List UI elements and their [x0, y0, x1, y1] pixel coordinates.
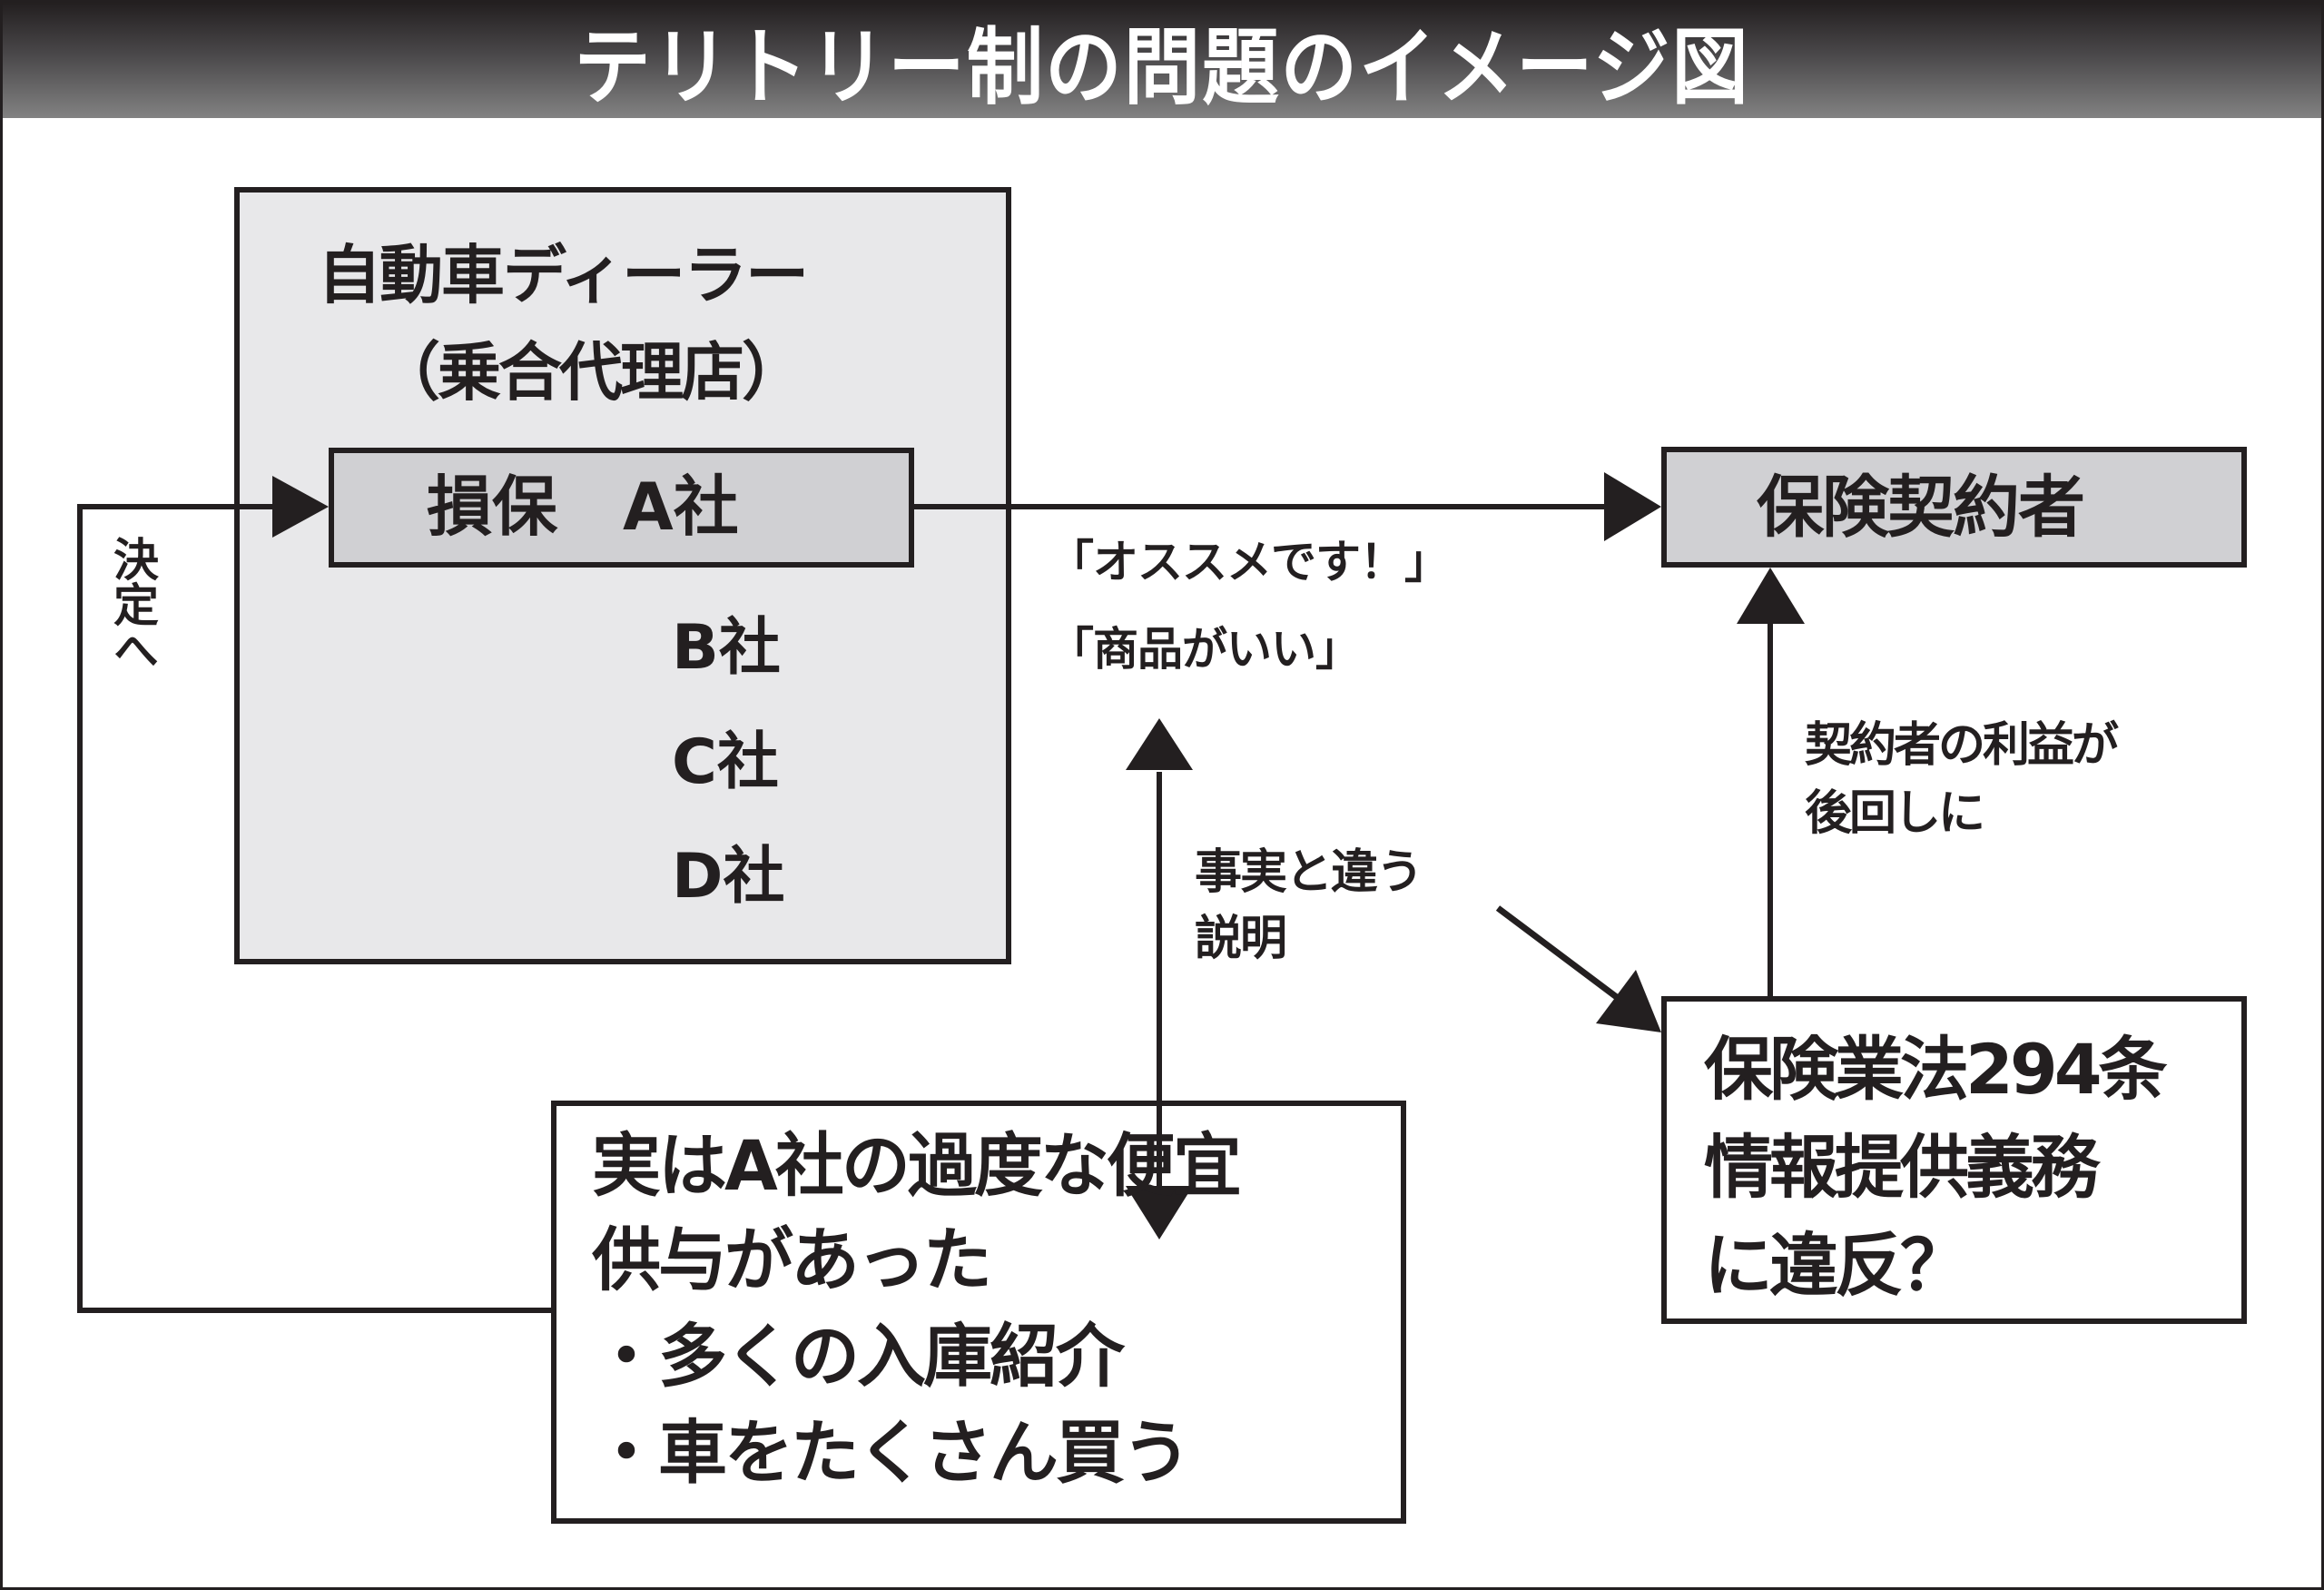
diagram-title: テリトリー制の問題のイメージ図	[574, 19, 1750, 116]
law-text-1: 保険業法294条	[1704, 1029, 2168, 1110]
truth-box	[551, 1101, 1406, 1524]
truth-bullet-2: ・車をたくさん買う	[592, 1412, 1191, 1493]
insurer-a-box	[329, 448, 914, 568]
contractor-box	[1661, 447, 2247, 568]
contrast-arrowhead-up-icon	[1126, 718, 1193, 770]
violation-connector-line	[1495, 905, 1628, 1006]
decision-arrowhead-icon	[272, 476, 329, 538]
benefit-arrowhead-icon	[1737, 568, 1805, 624]
dealer-subtitle: （乗合代理店）	[377, 335, 805, 410]
insurer-d-label: D社	[672, 841, 785, 913]
misleading-label-2: 説明	[1195, 912, 1287, 966]
contractor-label: 保険契約者	[1757, 469, 2085, 547]
pitch-quote-2: 「商品がいい」	[1049, 623, 1361, 676]
insurer-b-label: B社	[672, 612, 781, 684]
violation-arrowhead-icon	[1596, 970, 1661, 1032]
truth-text-2: 供与があった	[592, 1220, 992, 1300]
truth-bullet-1: ・多くの入庫紹介	[592, 1316, 1125, 1397]
law-text-2: 情報提供義務	[1704, 1127, 2100, 1208]
recommend-arrowhead-icon	[1604, 472, 1661, 541]
truth-text-1: 実はA社の過度な便宜	[592, 1125, 1242, 1206]
decision-label: 決定へ	[106, 536, 159, 672]
benefit-label-1: 契約者の利益が	[1805, 718, 2119, 773]
dealer-title: 自動車ディーラー	[318, 238, 809, 312]
law-box	[1661, 996, 2247, 1324]
decision-connector-line	[77, 504, 554, 1313]
misleading-label-1: 事実と違う	[1195, 845, 1423, 900]
insurer-a-label: 損保 A社	[427, 469, 739, 545]
law-text-3: に違反？	[1704, 1225, 1969, 1306]
dealer-box	[234, 187, 1011, 964]
benefit-label-2: 後回しに	[1805, 786, 1985, 841]
pitch-quote-1: 「オススメです！」	[1049, 536, 1450, 588]
insurer-c-label: C社	[672, 726, 779, 798]
contrast-arrowhead-down-icon	[1126, 1186, 1193, 1239]
title-band: テリトリー制の問題のイメージ図	[3, 3, 2321, 118]
